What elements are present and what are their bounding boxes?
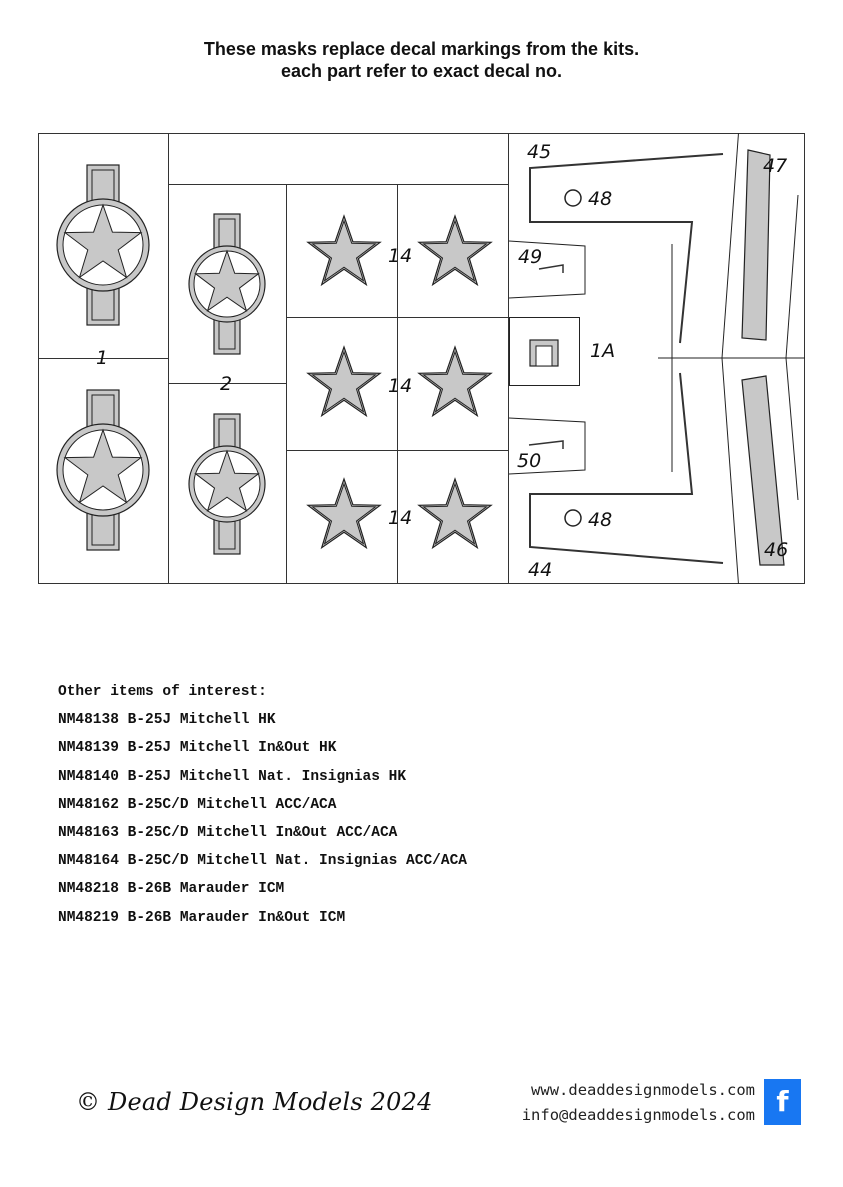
- header-line-1: These masks replace decal markings from …: [203, 39, 640, 59]
- star-mask: [307, 215, 381, 286]
- label-46: 46: [764, 539, 788, 561]
- wing-band-masks: [508, 132, 805, 585]
- list-item: NM48162 B-25C/D Mitchell ACC/ACA: [58, 796, 337, 813]
- star-mask: [307, 478, 381, 549]
- label-14-row2: 14: [388, 375, 412, 397]
- star-mask: [418, 215, 492, 286]
- label-44: 44: [528, 559, 552, 581]
- other-items-list: Other items of interest: NM48138 B-25J M…: [58, 678, 467, 932]
- label-49: 49: [518, 246, 542, 268]
- wing-lines: [528, 153, 724, 564]
- other-items-heading: Other items of interest:: [58, 684, 267, 700]
- square-mask-1a: [529, 339, 559, 367]
- star-mask: [307, 346, 381, 417]
- roundel-mask-1-top: [56, 164, 150, 326]
- star-mask: [418, 346, 492, 417]
- list-item: NM48139 B-25J Mitchell In&Out HK: [58, 740, 337, 757]
- label-47: 47: [763, 155, 787, 177]
- contact-info: www.deaddesignmodels.com info@deaddesign…: [522, 1078, 755, 1128]
- list-item: NM48140 B-25J Mitchell Nat. Insignias HK: [58, 768, 407, 785]
- header: These masks replace decal markings from …: [0, 38, 843, 82]
- roundel-mask-2-bottom: [188, 413, 266, 555]
- label-1a: 1A: [590, 340, 615, 362]
- list-item: NM48219 B-26B Marauder In&Out ICM: [58, 909, 346, 926]
- roundel-mask-1-bottom: [56, 389, 150, 551]
- header-line-2: each part refer to exact decal no.: [280, 61, 563, 81]
- label-48-bottom: 48: [588, 509, 612, 531]
- facebook-icon[interactable]: f: [764, 1079, 801, 1125]
- label-48-top: 48: [588, 188, 612, 210]
- email-link[interactable]: info@deaddesignmodels.com: [521, 1106, 755, 1124]
- label-45: 45: [527, 141, 551, 163]
- label-14-row3: 14: [388, 507, 412, 529]
- circle-mask-48-bottom: [564, 509, 582, 527]
- star-mask: [418, 478, 492, 549]
- label-14-row1: 14: [388, 245, 412, 267]
- label-2: 2: [220, 373, 232, 395]
- band-mask-47: [741, 149, 771, 341]
- band-mask-46: [741, 375, 785, 566]
- website-link[interactable]: www.deaddesignmodels.com: [531, 1081, 755, 1099]
- label-1: 1: [96, 347, 108, 369]
- sheet-grid: [38, 133, 805, 584]
- roundel-mask-2-top: [188, 213, 266, 355]
- circle-mask-48-top: [564, 189, 582, 207]
- list-item: NM48163 B-25C/D Mitchell In&Out ACC/ACA: [58, 825, 398, 842]
- list-item: NM48164 B-25C/D Mitchell Nat. Insignias …: [58, 853, 467, 870]
- list-item: NM48138 B-25J Mitchell HK: [58, 712, 276, 729]
- copyright: © Dead Design Models 2024: [76, 1088, 433, 1116]
- mask-sheet: 45 47 48 49 1A 50 48 44 46 1 2 14 14 14: [38, 132, 805, 585]
- label-50: 50: [517, 450, 541, 472]
- list-item: NM48218 B-26B Marauder ICM: [58, 881, 285, 898]
